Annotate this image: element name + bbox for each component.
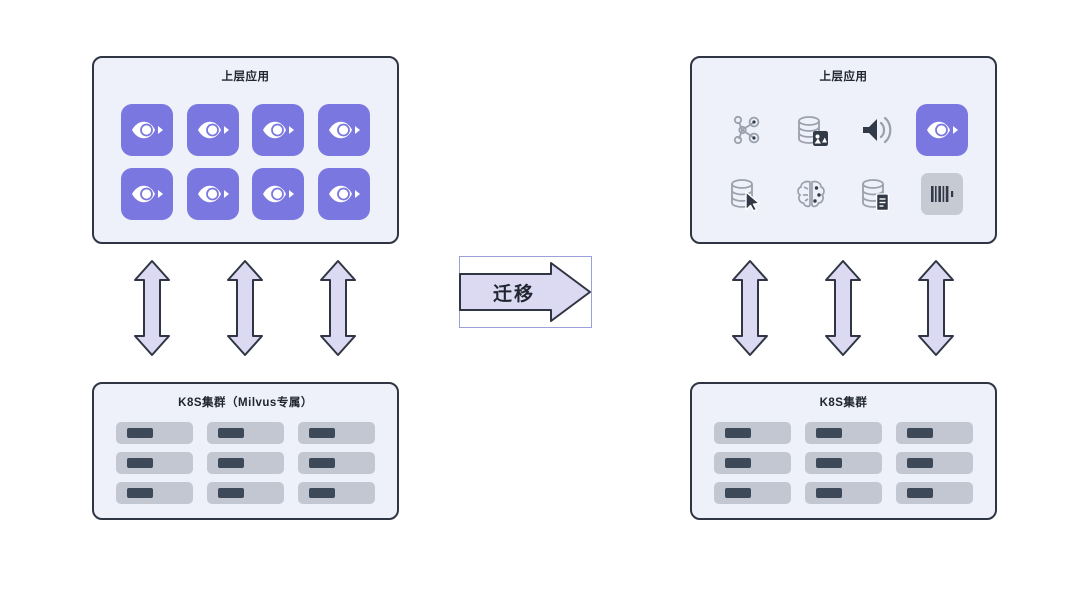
panel-upper-applications-left: 上层应用: [92, 56, 399, 244]
server-node: [207, 452, 284, 474]
bidirectional-arrow: [915, 259, 957, 357]
server-node: [805, 422, 882, 444]
server-node: [896, 422, 973, 444]
server-node: [805, 482, 882, 504]
server-led: [127, 488, 153, 498]
milvus-logo-icon: [318, 104, 371, 156]
barcode-icon: [921, 173, 964, 215]
server-node: [714, 452, 791, 474]
server-node: [896, 482, 973, 504]
icon-grid-left: [114, 104, 377, 220]
bidirectional-arrow: [131, 259, 173, 357]
server-led: [816, 458, 842, 468]
panel-title-right-apps: 上层应用: [819, 71, 868, 83]
server-led: [725, 458, 751, 468]
bidirectional-arrow: [317, 259, 359, 357]
server-led: [127, 458, 153, 468]
database-media-icon: [785, 104, 837, 156]
server-led: [725, 428, 751, 438]
milvus-logo-icon: [186, 168, 239, 220]
rack-grid-right: [714, 422, 973, 504]
milvus-logo-icon: [252, 168, 305, 220]
database-document-icon: [850, 168, 902, 220]
server-led: [309, 458, 335, 468]
server-led: [127, 428, 153, 438]
server-led: [218, 458, 244, 468]
migration-arrow: [459, 262, 591, 322]
server-node: [207, 422, 284, 444]
panel-k8s-cluster-left: K8S集群（Milvus专属）: [92, 382, 399, 520]
audio-signal-icon: [850, 104, 902, 156]
milvus-logo-icon: [252, 104, 305, 156]
server-node: [714, 482, 791, 504]
server-node: [298, 422, 375, 444]
server-led: [907, 428, 933, 438]
bidirectional-arrow: [822, 259, 864, 357]
icon-grid-right: [712, 104, 975, 220]
database-cursor-icon: [719, 168, 771, 220]
server-led: [816, 488, 842, 498]
server-led: [907, 458, 933, 468]
server-led: [309, 488, 335, 498]
brain-ai-icon: [785, 168, 837, 220]
server-node: [116, 422, 193, 444]
server-node: [805, 452, 882, 474]
milvus-logo-icon: [186, 104, 239, 156]
server-led: [218, 488, 244, 498]
server-node: [116, 452, 193, 474]
server-node: [207, 482, 284, 504]
server-led: [309, 428, 335, 438]
panel-upper-applications-right: 上层应用: [690, 56, 997, 244]
server-led: [725, 488, 751, 498]
panel-title-left-k8s: K8S集群（Milvus专属）: [178, 397, 313, 409]
milvus-logo-icon: [120, 104, 173, 156]
server-node: [714, 422, 791, 444]
graph-network-icon: [719, 104, 771, 156]
server-led: [816, 428, 842, 438]
server-led: [218, 428, 244, 438]
panel-title-left-apps: 上层应用: [221, 71, 270, 83]
server-led: [907, 488, 933, 498]
panel-title-right-k8s: K8S集群: [819, 397, 868, 409]
rack-grid-left: [116, 422, 375, 504]
panel-k8s-cluster-right: K8S集群: [690, 382, 997, 520]
server-node: [298, 452, 375, 474]
milvus-logo-icon: [916, 104, 969, 156]
server-node: [298, 482, 375, 504]
bidirectional-arrow: [224, 259, 266, 357]
milvus-logo-icon: [120, 168, 173, 220]
server-node: [116, 482, 193, 504]
bidirectional-arrow: [729, 259, 771, 357]
milvus-logo-icon: [318, 168, 371, 220]
server-node: [896, 452, 973, 474]
